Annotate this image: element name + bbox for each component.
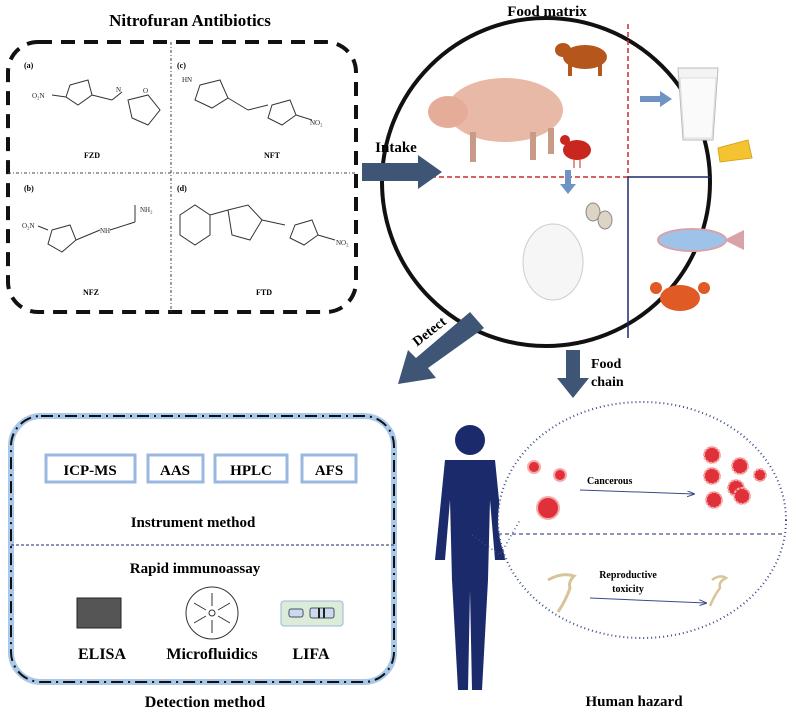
chicken-to-egg-arrow: [560, 170, 576, 194]
nitrofuran-box: [6, 40, 358, 314]
atom-label: N: [116, 86, 121, 94]
atom-label: NO₂: [336, 239, 349, 247]
crab-icon: [650, 282, 710, 311]
intake-arrow: [362, 155, 442, 189]
instrument-box-aas: [146, 453, 205, 484]
elisa-plate-icon: [76, 597, 122, 629]
cheese-icon: [717, 139, 753, 163]
normal-cells-icon: [527, 460, 567, 520]
reproductive-label: Reproductive: [599, 570, 657, 581]
compound-nfz: NFZ: [83, 288, 99, 297]
human-hazard-title: Human hazard: [585, 694, 683, 710]
atom-label: NH: [100, 227, 110, 235]
detect-arrow: [398, 312, 484, 384]
rapid-immunoassay-title: Rapid immunoassay: [130, 561, 261, 577]
chicken-icon: [560, 135, 591, 168]
pig-icon: [428, 78, 563, 162]
instrument-box-icp-ms: [44, 453, 137, 484]
instrument-hplc: HPLC: [230, 463, 272, 479]
human-silhouette-icon: [435, 425, 505, 690]
chemical-structures: [37, 79, 336, 253]
nitrofuran-title: Nitrofuran Antibiotics: [109, 11, 271, 30]
sperm-damaged-icon: [708, 575, 729, 607]
microfluidics-chip-icon: [185, 586, 239, 640]
food-chain-label: chain: [591, 375, 624, 390]
compound-nft: NFT: [264, 151, 281, 160]
sperm-normal-icon: [547, 573, 577, 613]
instrument-method-title: Instrument method: [131, 515, 256, 531]
atom-label: HN: [182, 76, 192, 84]
food-matrix-title: Food matrix: [507, 4, 587, 20]
toxicity-label: toxicity: [612, 584, 644, 595]
food-chain-arrow: [557, 350, 589, 398]
fish-icon: [657, 228, 744, 252]
method-microfluidics: Microfluidics: [166, 646, 257, 663]
quail-eggs-icon: [585, 202, 613, 230]
detection-box: [10, 415, 395, 683]
method-elisa: ELISA: [78, 646, 126, 663]
panel-tag-d: (d): [177, 184, 187, 193]
egg-icon: [522, 223, 584, 301]
milk-glass-icon: [677, 67, 719, 141]
cow-icon: [555, 43, 607, 76]
instrument-box-hplc: [213, 453, 289, 484]
cancerous-cells-icon: [703, 446, 767, 509]
reproductive-arrow: [589, 597, 706, 603]
atom-label: NO₂: [310, 119, 323, 127]
compound-fzd: FZD: [84, 151, 100, 160]
panel-tag-a: (a): [24, 61, 34, 70]
hazard-bubble: [497, 401, 787, 639]
atom-label: O: [143, 87, 148, 95]
detection-method-title: Detection method: [145, 694, 266, 711]
instrument-afs: AFS: [315, 463, 343, 479]
cancerous-label: Cancerous: [587, 476, 632, 487]
food-chain-label: Food: [591, 357, 622, 372]
cancerous-arrow: [579, 489, 694, 494]
panel-tag-b: (b): [24, 184, 34, 193]
intake-label: Intake: [375, 140, 417, 156]
compound-ftd: FTD: [256, 288, 272, 297]
instrument-box-afs: [300, 453, 358, 484]
instrument-aas: AAS: [160, 463, 190, 479]
instrument-icp-ms: ICP-MS: [63, 463, 116, 479]
lifa-strip-icon: [280, 600, 344, 627]
cow-to-milk-arrow: [640, 91, 672, 107]
atom-label: O₂N: [32, 92, 45, 100]
method-lifa: LIFA: [292, 646, 329, 663]
panel-tag-c: (c): [177, 61, 186, 70]
atom-label: NH₂: [140, 206, 153, 214]
atom-label: O₂N: [22, 222, 35, 230]
